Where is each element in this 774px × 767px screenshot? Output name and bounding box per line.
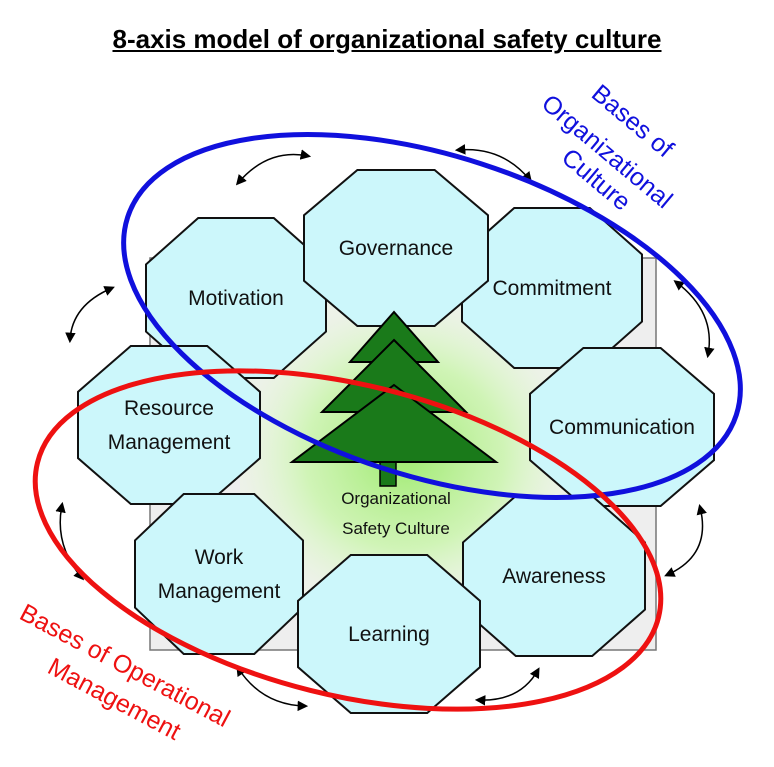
octagon-communication: Communication: [529, 347, 715, 507]
axis-label-line: Management: [108, 431, 231, 454]
axis-label-line: Management: [158, 580, 281, 603]
axis-label-awareness: Awareness: [502, 565, 606, 588]
organizational-culture-ellipse: [121, 132, 743, 500]
axis-label-line: Awareness: [502, 565, 606, 588]
axis-label-line: Commitment: [492, 277, 611, 300]
axis-label-line: Communication: [549, 416, 695, 439]
octagon-awareness: Awareness: [462, 495, 646, 657]
axis-label-line: Motivation: [188, 287, 284, 310]
axis-label-motivation: Motivation: [188, 287, 284, 310]
operational-management-ellipse: [32, 368, 664, 712]
center-label-line2: Safety Culture: [342, 519, 450, 538]
axis-label-commitment: Commitment: [492, 277, 611, 300]
axis-label-governance: Governance: [339, 237, 453, 260]
arrow-learning-awareness: [474, 667, 540, 706]
octagon-governance: Governance: [303, 169, 489, 327]
octagon-learning: Learning: [297, 554, 481, 714]
octagon-motivation: Motivation: [145, 217, 327, 379]
arrow-commitment-communication: [673, 280, 715, 359]
arrow-motivation-resource: [65, 286, 115, 344]
tree-icon: [289, 310, 499, 487]
axis-label-communication: Communication: [549, 416, 695, 439]
axis-label-learning: Learning: [348, 623, 430, 646]
arrow-work-learning: [236, 665, 309, 712]
axis-label-line: Resource: [124, 397, 214, 420]
axis-label-line: Governance: [339, 237, 453, 260]
diagram-title: 8-axis model of organizational safety cu…: [112, 24, 662, 54]
axis-label-line: Work: [195, 546, 244, 569]
arrow-governance-motivation: [235, 149, 312, 186]
center-label-line1: Organizational: [341, 489, 451, 508]
arrow-governance-commitment: [454, 144, 533, 183]
arrow-communication-awareness: [664, 503, 707, 577]
axis-label-line: Learning: [348, 623, 430, 646]
